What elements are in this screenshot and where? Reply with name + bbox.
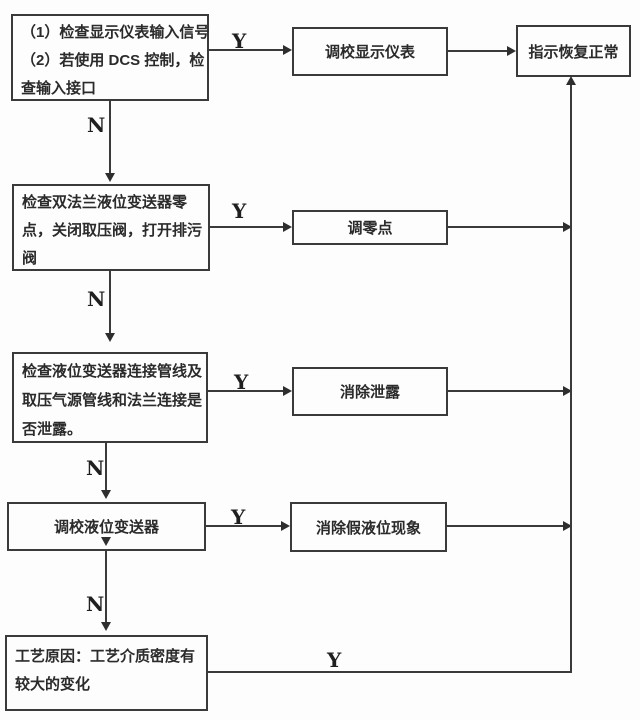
arrowhead-right-icon	[283, 45, 292, 55]
connector-line	[109, 270, 111, 333]
node-text-line: 工艺原因：工艺介质密度有	[15, 648, 196, 665]
arrowhead-down-icon	[101, 490, 111, 499]
arrowhead-down-icon	[105, 173, 115, 182]
connector-line	[105, 550, 107, 622]
node-text-line: 否泄露。	[22, 421, 83, 438]
arrowhead-up-icon	[566, 76, 576, 85]
node-check-display-input: （1）检查显示仪表输入信号 （2）若使用 DCS 控制，检 查输入接口	[11, 14, 209, 101]
node-eliminate-false-level: 消除假液位现象	[290, 502, 447, 552]
branch-label-yes: Y	[231, 505, 246, 529]
arrowhead-right-icon	[507, 46, 516, 56]
connector-line	[210, 226, 284, 228]
arrowhead-right-icon	[283, 222, 292, 232]
arrowhead-down-icon	[101, 537, 111, 546]
connector-line	[109, 100, 111, 173]
branch-label-yes: Y	[232, 199, 247, 223]
connector-line	[206, 525, 282, 527]
node-check-leakage: 检查液位变送器连接管线及 取压气源管线和法兰连接是 否泄露。	[12, 352, 208, 443]
branch-label-yes: Y	[232, 29, 247, 53]
node-text-line: （2）若使用 DCS 控制，检	[21, 52, 205, 69]
connector-line	[448, 226, 564, 228]
arrowhead-right-icon	[563, 386, 572, 396]
connector-line	[570, 83, 572, 673]
node-indication-restored: 指示恢复正常	[516, 25, 631, 77]
node-text: 调校显示仪表	[324, 44, 415, 61]
connector-line	[447, 525, 564, 527]
node-text: 调零点	[347, 220, 393, 237]
branch-label-no: N	[86, 456, 105, 480]
branch-label-yes: Y	[327, 648, 342, 672]
branch-label-no: N	[87, 287, 106, 311]
connector-line	[208, 390, 284, 392]
node-check-flange-zero: 检查双法兰液位变送器零 点，关闭取压阀，打开排污 阀	[12, 184, 210, 271]
node-text-line: 检查双法兰液位变送器零	[22, 194, 188, 211]
arrowhead-down-icon	[101, 622, 111, 631]
node-text-line: 取压气源管线和法兰连接是	[22, 392, 203, 409]
arrowhead-right-icon	[283, 386, 292, 396]
connector-line	[448, 390, 564, 392]
node-text-line: 较大的变化	[15, 676, 91, 693]
arrowhead-down-icon	[105, 333, 115, 342]
node-process-reason: 工艺原因：工艺介质密度有 较大的变化	[5, 635, 208, 711]
node-text-line: 阀	[22, 250, 38, 267]
node-text-line: 点，关闭取压阀，打开排污	[22, 222, 203, 239]
node-adjust-display-meter: 调校显示仪表	[292, 27, 448, 76]
node-text: 消除泄露	[339, 384, 400, 401]
node-text: 调校液位变送器	[53, 519, 159, 536]
node-text-line: 检查液位变送器连接管线及	[22, 363, 203, 380]
connector-line	[209, 49, 284, 51]
connector-line	[105, 442, 107, 490]
node-text: 指示恢复正常	[528, 43, 619, 61]
connector-line	[208, 671, 572, 673]
node-text-line: 查输入接口	[21, 80, 97, 97]
node-text: 消除假液位现象	[315, 519, 421, 537]
node-adjust-zero-point: 调零点	[292, 210, 448, 245]
arrowhead-right-icon	[281, 521, 290, 531]
connector-line	[448, 50, 507, 52]
node-text-line: （1）检查显示仪表输入信号	[21, 24, 210, 41]
arrowhead-right-icon	[563, 222, 572, 232]
branch-label-no: N	[86, 592, 105, 616]
arrowhead-right-icon	[563, 521, 572, 531]
branch-label-no: N	[87, 113, 106, 137]
branch-label-yes: Y	[234, 370, 249, 394]
node-eliminate-leakage: 消除泄露	[292, 367, 448, 416]
